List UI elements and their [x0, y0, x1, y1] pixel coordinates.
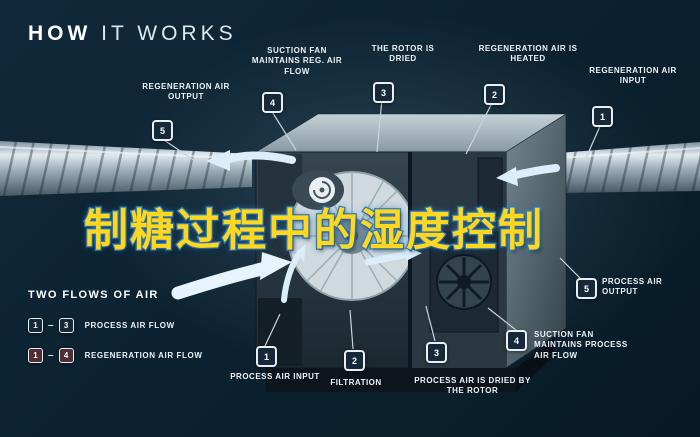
callout-label-regeneration-air-output: REGENERATION AIR OUTPUT — [142, 82, 230, 102]
legend-row-process: 1 – 3 PROCESS AIR FLOW — [28, 318, 175, 333]
legend-badge-to-process: 3 — [58, 318, 74, 333]
callout-badge-3-top: 3 — [373, 82, 394, 103]
callout-label-regeneration-air-input: REGENERATION AIR INPUT — [589, 66, 677, 86]
callout-label-process-air-dried: PROCESS AIR IS DRIED BY THE ROTOR — [414, 376, 531, 396]
legend-badge-from-process: 1 — [28, 318, 43, 333]
callout-badge-4-top: 4 — [262, 92, 283, 113]
callout-badge-2-bottom: 2 — [344, 350, 365, 371]
title-rest: IT WORKS — [91, 22, 237, 45]
legend-badge-to-regeneration: 4 — [58, 348, 74, 363]
callout-label-regeneration-air-heated: REGENERATION AIR IS HEATED — [478, 44, 578, 64]
callout-label-filtration: FILTRATION — [330, 378, 382, 387]
legend-badge-from-regeneration: 1 — [28, 348, 43, 363]
callout-badge-5-bottom: 5 — [576, 278, 597, 299]
callout-label-rotor-is-dried: THE ROTOR IS DRIED — [371, 44, 435, 64]
legend-label-process: PROCESS AIR FLOW — [84, 321, 175, 330]
callout-badge-3-bottom: 3 — [426, 342, 447, 363]
callout-badge-1-bottom: 1 — [256, 346, 277, 367]
legend-row-regeneration: 1 – 4 REGENERATION AIR FLOW — [28, 348, 203, 363]
legend-heading: TWO FLOWS OF AIR — [28, 289, 159, 301]
legend-dash: – — [48, 350, 54, 361]
legend-dash: – — [48, 320, 54, 331]
chinese-watermark-text: 制糖过程中的湿度控制 — [83, 204, 544, 258]
callout-badge-2-top: 2 — [484, 84, 505, 105]
title-bold: HOW — [28, 22, 92, 45]
callout-label-process-air-input: PROCESS AIR INPUT — [230, 372, 320, 381]
callout-badge-4-bottom: 4 — [506, 330, 527, 351]
callout-label-process-air-output: PROCESS AIR OUTPUT — [602, 277, 663, 297]
callout-badge-5-top: 5 — [152, 120, 173, 141]
legend-label-regeneration: REGENERATION AIR FLOW — [84, 351, 203, 360]
callout-label-suction-fan-reg: SUCTION FAN MAINTAINS REG. AIR FLOW — [251, 46, 343, 76]
page-title: HOW IT WORKS — [28, 22, 237, 46]
callout-badge-1-top: 1 — [592, 106, 613, 127]
callout-label-suction-fan-process: SUCTION FAN MAINTAINS PROCESS AIR FLOW — [534, 330, 628, 360]
